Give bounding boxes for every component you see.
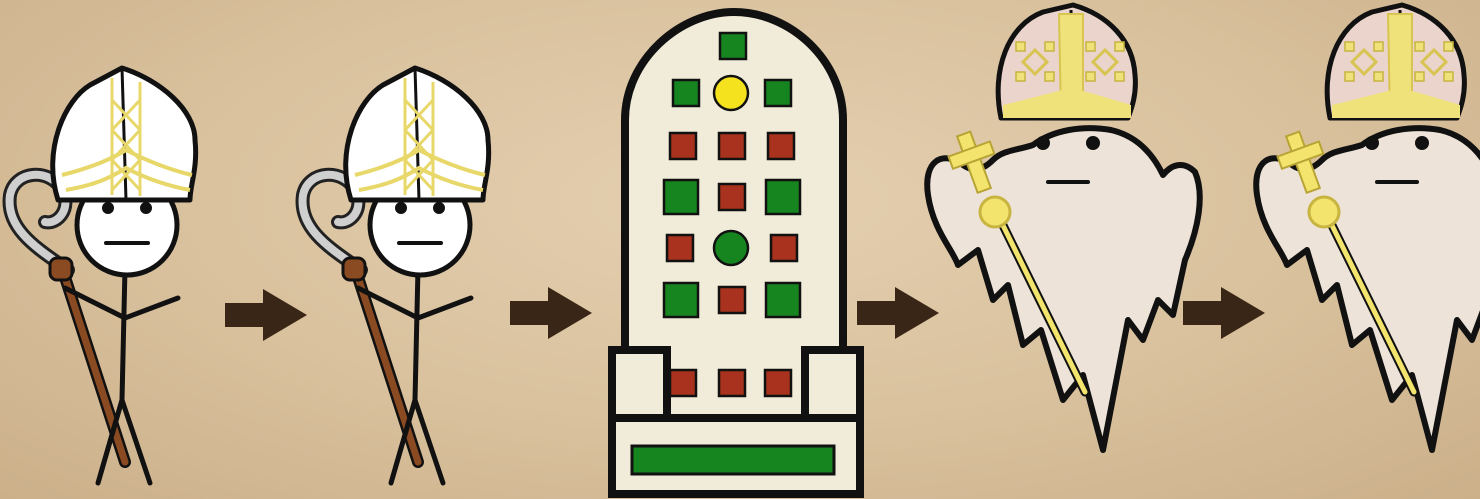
bishop-figure-2-icon [303,68,489,483]
arrow-3-icon [857,287,939,339]
arrow-2-icon [510,287,592,339]
arrow-1-icon [225,289,307,341]
bishop-figure-1-icon [10,68,196,483]
arrow-4-icon [1183,287,1265,339]
papal-throne-icon [612,12,860,494]
ghost-pope-1-icon [927,5,1200,450]
ghost-pope-2-icon [1256,5,1480,450]
